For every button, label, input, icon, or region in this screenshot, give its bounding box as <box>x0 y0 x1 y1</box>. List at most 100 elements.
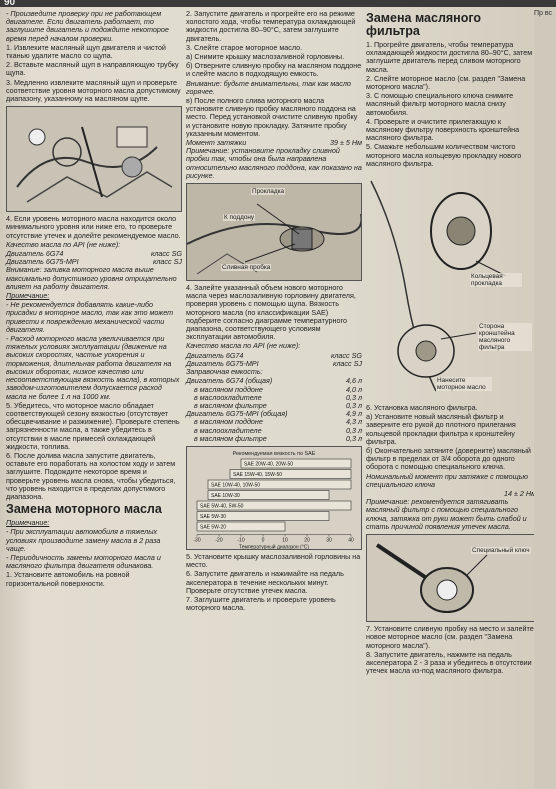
next-page-edge: Пр вс <box>534 10 556 789</box>
x-tick-label: 0 <box>262 537 265 543</box>
capacity-value: 4,9 л <box>345 409 362 419</box>
step-text: 5. Убедитесь, что моторное масло обладае… <box>6 400 180 451</box>
capacity-value: 0,3 л <box>345 425 362 435</box>
drain-plug-drawing <box>186 184 363 281</box>
viscosity-bar <box>229 469 352 479</box>
column-3: Замена масляного фильтра 1. Прогрейте дв… <box>366 10 536 676</box>
x-tick-label: 30 <box>326 537 332 543</box>
step-text: 8. Запустите двигатель, нажмите на педал… <box>366 649 532 676</box>
viscosity-bar <box>240 458 352 469</box>
note-text: - Расход моторного масла увеличивается п… <box>6 334 180 401</box>
torque-value: 39 ± 5 Нм <box>329 138 362 148</box>
drain-plug-label: Сливная пробка <box>221 264 272 272</box>
to-pan-label: К поддону <box>223 214 256 222</box>
capacity-row: в масляном фильтре 0,3 л <box>186 433 362 443</box>
step-text: 6. После долива масла запустите двигател… <box>6 450 176 501</box>
capacity-label: Двигатель 6G74 (общая) <box>186 376 273 386</box>
warning-text: Внимание: заливка моторного масла выше м… <box>6 265 177 291</box>
step-text: а) Снимите крышку маслозаливной горловин… <box>186 52 345 62</box>
viscosity-bar-label: SAE 5W-30 <box>200 514 226 520</box>
note-text: Примечание: установите прокладку сливной… <box>186 146 362 180</box>
api-class: класс SG <box>150 249 182 259</box>
step-text: 2. Слейте моторное масло (см. раздел "За… <box>366 73 526 92</box>
oil-filter-drawing <box>370 180 507 392</box>
step-text: 3. С помощью специального ключа снимите … <box>366 91 514 117</box>
step-text: 1. Прогрейте двигатель, чтобы температур… <box>366 40 533 74</box>
apply-oil-label: Нанесите моторное масло <box>436 377 492 392</box>
oil-filter-illustration: Кольцевая прокладка Сторона кронштейна м… <box>366 171 536 401</box>
step-text: б) Отверните сливную пробку на масляном … <box>186 61 362 79</box>
x-tick-label: -10 <box>237 537 244 543</box>
capacity-label: в масляном поддоне <box>194 384 263 394</box>
chart-title: Рекомендуемая вязкость по SAE <box>233 451 316 457</box>
capacity-row: в масляном поддоне 4,0 л <box>186 384 362 394</box>
step-text: 3. Слейте старое моторное масло. <box>186 42 303 52</box>
column-2: 2. Запустите двигатель и прогрейте его н… <box>186 9 363 613</box>
engine-name: Двигатель 6G74 <box>6 249 64 259</box>
note-text: Примечание: рекомендуется затягивать мас… <box>366 497 527 531</box>
step-text: 6. Запустите двигатель и нажимайте на пе… <box>186 569 344 595</box>
viscosity-bar-label: SAE 10W-40, 10W-50 <box>211 482 260 488</box>
edge-text: Пр вс <box>534 10 553 17</box>
viscosity-bar-label: SAE 5W-40, 5W-50 <box>200 503 244 509</box>
quality-title: Качество масла по API (не ниже): <box>6 239 121 249</box>
capacity-label: Двигатель 6G75-MPI (общая) <box>186 409 288 419</box>
x-axis-label: Температурный диапазон (°С) <box>239 543 309 549</box>
wrench-drawing <box>375 543 488 614</box>
viscosity-bar-label: SAE 10W-30 <box>211 493 240 499</box>
page-header-bar: 90 <box>0 0 556 8</box>
step-text: 1. Установите автомобиль на ровной гориз… <box>6 570 130 588</box>
api-class: класс SJ <box>332 358 362 368</box>
step-text: 5. Установите крышку маслозаливной горло… <box>186 551 361 570</box>
step-text: 2. Вставьте масляный щуп в направляющую … <box>6 60 179 78</box>
viscosity-bar-label: SAE 15W-40, 15W-50 <box>233 472 282 478</box>
step-text: 1. Извлеките масляный щуп двигателя и чи… <box>6 42 166 61</box>
capacity-value: 4,3 л <box>345 417 362 427</box>
special-wrench-illustration: Специальный ключ <box>366 534 536 623</box>
capacity-label: в маслоохладителе <box>194 425 262 435</box>
quality-row: Двигатель 6G74 класс SG <box>6 249 182 259</box>
capacity-value: 0,3 л <box>345 392 362 402</box>
torque-title: Номинальный момент при затяжке с помощью… <box>366 471 528 489</box>
step-text: а) Установите новый масляный фильтр и за… <box>366 412 516 446</box>
viscosity-bar <box>207 490 330 500</box>
torque-row: 14 ± 2 Нм <box>366 489 536 499</box>
torque-value: 14 ± 2 Нм <box>503 489 536 499</box>
engine-dipstick-drawing <box>7 107 181 212</box>
capacity-label: в масляном фильтре <box>194 433 267 443</box>
engine-name: Двигатель 6G74 <box>186 350 244 360</box>
capacity-value: 4,0 л <box>345 384 362 394</box>
bracket-side-label: Сторона кронштейна масляного фильтра <box>478 323 532 352</box>
step-text: 2. Запустите двигатель и прогрейте его н… <box>186 9 356 43</box>
step-text: 7. Установите сливную пробку на место и … <box>366 624 534 650</box>
viscosity-bar <box>196 511 330 521</box>
note-text: - Не рекомендуется добавлять какие-либо … <box>6 300 174 334</box>
step-text: в) После полного слива моторного масла у… <box>186 96 358 138</box>
step-text: 5. Смажьте небольшим количеством чистого… <box>366 142 522 168</box>
section-heading: Замена моторного масла <box>6 502 162 517</box>
note-text: - Периодичность замены моторного масла и… <box>6 552 161 571</box>
step-text: 6. Установка масляного фильтра. <box>366 403 478 413</box>
viscosity-bar <box>196 500 352 511</box>
x-tick-label: 10 <box>282 537 288 543</box>
intro-text: - Произведите проверку при не работающем… <box>6 9 169 43</box>
api-class: класс SJ <box>152 257 182 267</box>
capacity-value: 0,3 л <box>345 433 362 443</box>
quality-title: Качество масла по API (не ниже): <box>186 341 301 351</box>
step-text: б) Окончательно затяните (доверните) мас… <box>366 446 531 472</box>
capacity-row: в маслоохладителе 0,3 л <box>186 425 362 435</box>
capacity-value: 4,6 л <box>345 376 362 386</box>
step-text: 7. Заглушите двигатель и проверьте урове… <box>186 594 336 613</box>
ring-gasket-label: Кольцевая прокладка <box>470 273 522 288</box>
dipstick-illustration <box>6 106 182 213</box>
gasket-label: Прокладка <box>251 188 286 196</box>
engine-name: Двигатель 6G75-MPI <box>6 257 79 267</box>
wrench-label: Специальный ключ <box>471 547 531 555</box>
